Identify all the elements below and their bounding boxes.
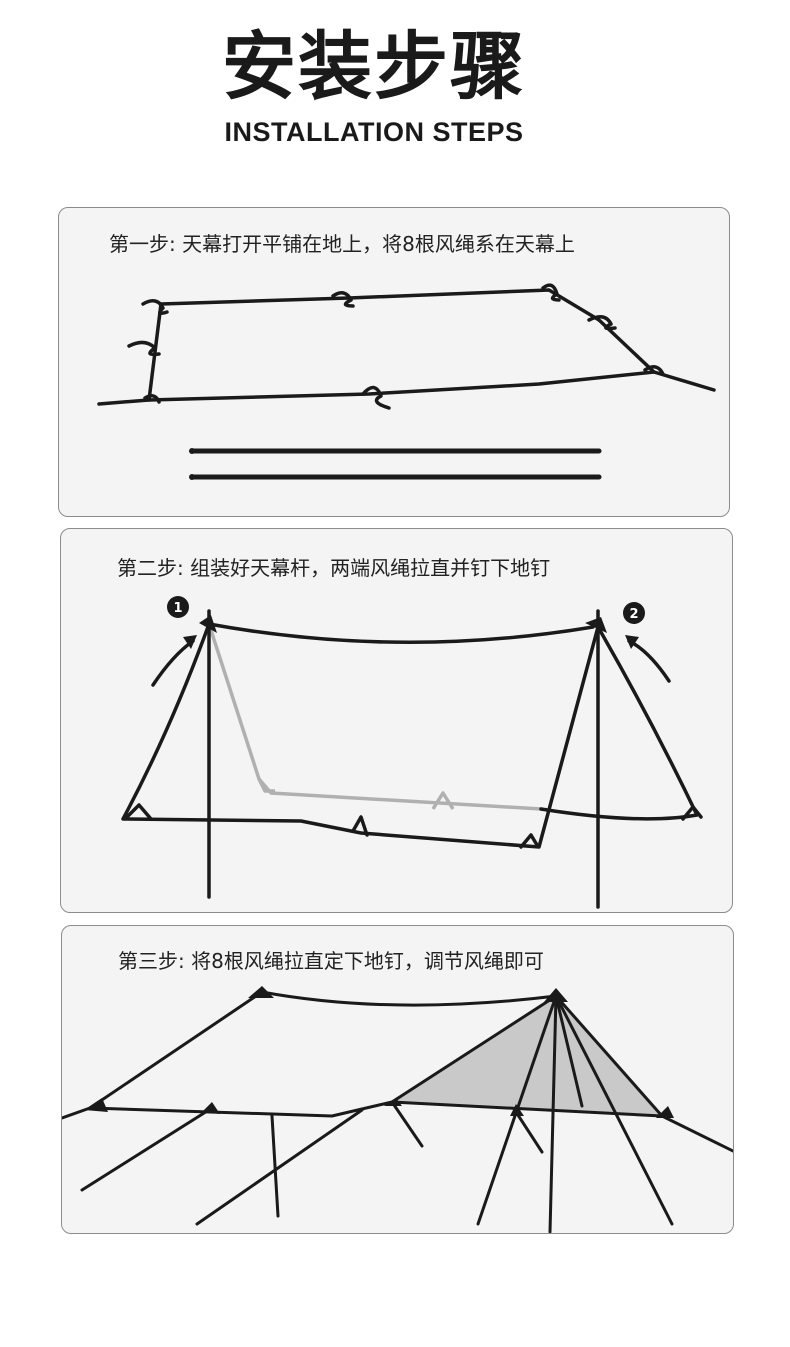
step-3-label: 第三步: 将8根风绳拉直定下地钉，调节风绳即可 bbox=[118, 949, 544, 973]
step-1-illustration bbox=[97, 283, 716, 480]
step-2-label: 第二步: 组装好天幕杆，两端风绳拉直并钉下地钉 bbox=[117, 556, 551, 580]
page-subtitle: INSTALLATION STEPS bbox=[224, 117, 524, 147]
marker-1: 1 bbox=[173, 601, 182, 616]
marker-2: 2 bbox=[629, 607, 638, 622]
page-title: 安装步骤 bbox=[222, 24, 526, 110]
step-3-illustration bbox=[62, 986, 733, 1233]
step-2-card: 1 2 第二步: 组装好天幕杆，两端风绳拉直并钉下地钉 bbox=[60, 528, 733, 913]
step-1-label: 第一步: 天幕打开平铺在地上，将8根风绳系在天幕上 bbox=[109, 232, 575, 256]
step-3-card: 第三步: 将8根风绳拉直定下地钉，调节风绳即可 bbox=[61, 925, 734, 1234]
step-2-illustration: 1 2 bbox=[121, 596, 703, 909]
step-1-card: 第一步: 天幕打开平铺在地上，将8根风绳系在天幕上 bbox=[58, 207, 730, 517]
